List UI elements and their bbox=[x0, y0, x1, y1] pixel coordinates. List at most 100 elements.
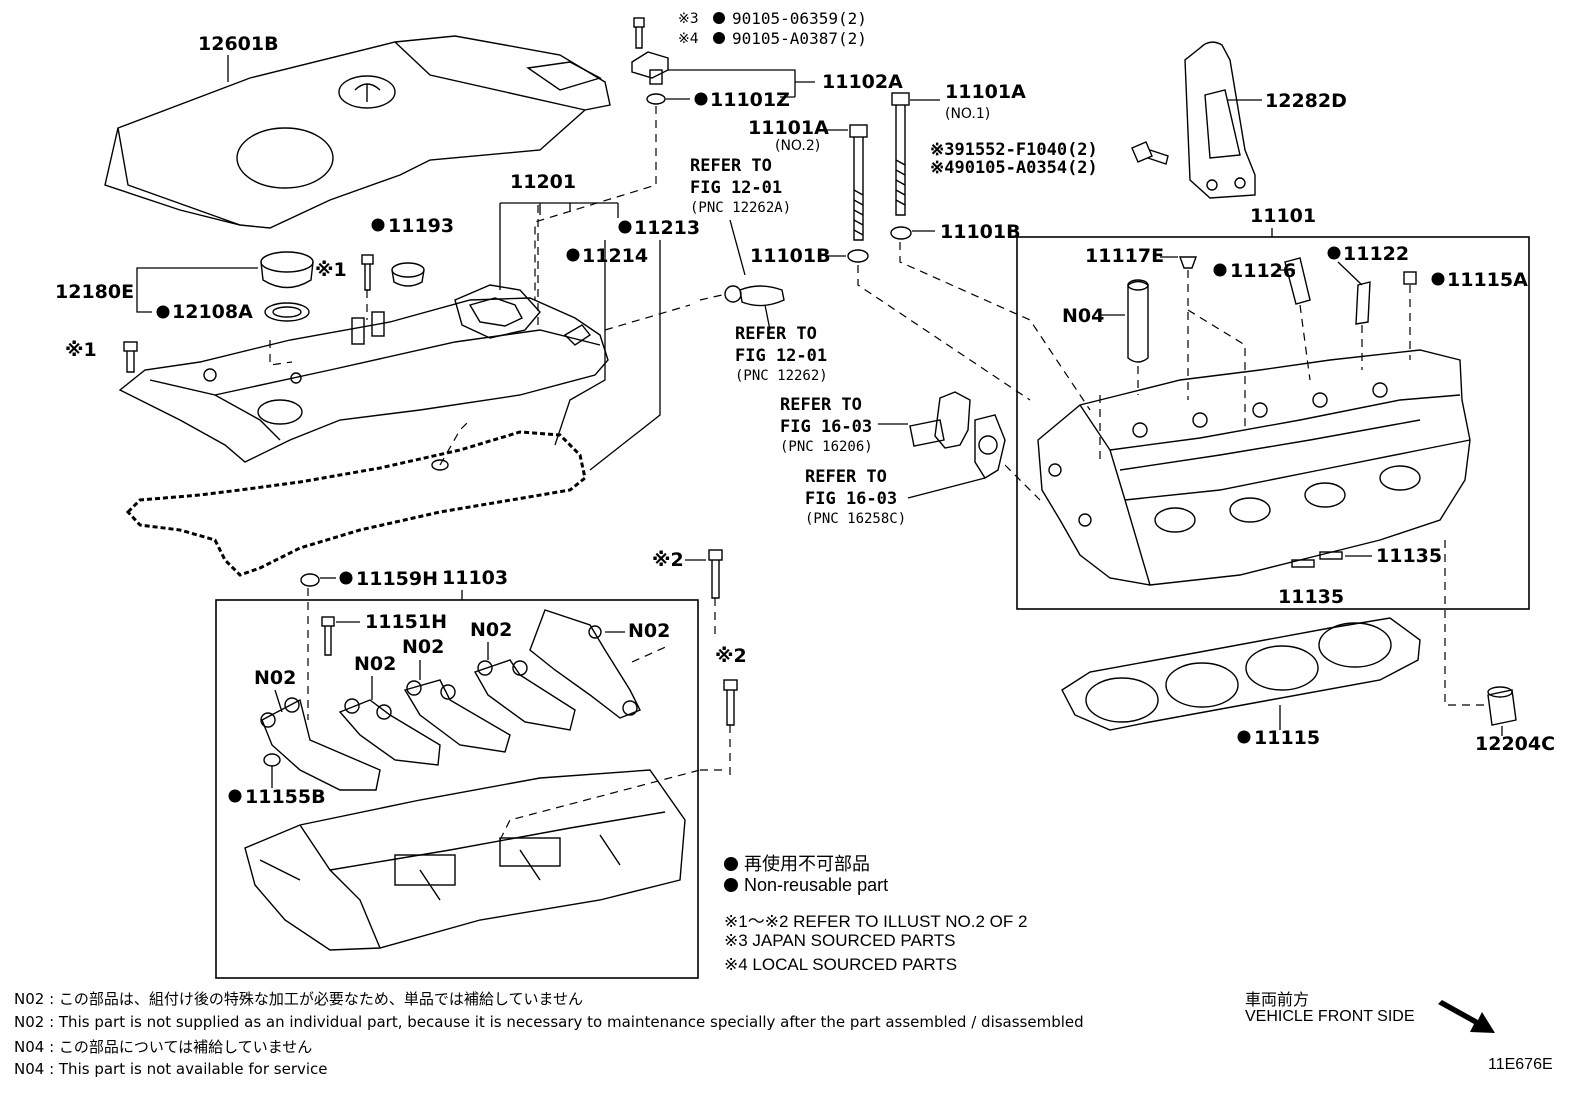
legend-ref1: ※1～※2 REFER TO ILLUST NO.2 OF 2 bbox=[724, 912, 1028, 931]
nonreusable-dot bbox=[371, 218, 385, 232]
label-11101A-no2: 11101A bbox=[748, 117, 829, 139]
label-11201: 11201 bbox=[510, 171, 576, 193]
legend-en-text: Non-reusable part bbox=[744, 875, 889, 895]
water-outlet-illustration bbox=[909, 391, 971, 449]
cover-gasket-illustration bbox=[125, 430, 587, 577]
label-11103: 11103 bbox=[442, 567, 508, 589]
camshaft-housing-illustration bbox=[244, 769, 686, 951]
label-11101: 11101 bbox=[1250, 205, 1316, 227]
label-11126: 11126 bbox=[1230, 260, 1296, 282]
vehicle-front-arrow-icon bbox=[1438, 1000, 1495, 1033]
mark-2-top: ※2 bbox=[652, 549, 684, 571]
mark-1-top: ※1 bbox=[315, 259, 347, 281]
nonreusable-dot bbox=[1431, 272, 1445, 286]
nonreusable-dot bbox=[618, 220, 632, 234]
note-n04-jp: N04 : この部品については補給していません bbox=[14, 1038, 313, 1056]
camshaft-housing-group-box bbox=[215, 599, 699, 979]
washer-illustration bbox=[847, 249, 869, 263]
refer-1-line2: FIG 12-01 bbox=[690, 178, 782, 198]
nonreusable-dot bbox=[156, 305, 170, 319]
label-N02-5: N02 bbox=[628, 620, 670, 642]
label-11101Z: 11101Z bbox=[710, 89, 790, 111]
refer-4-line1: REFER TO bbox=[805, 467, 887, 487]
note-n04-en: N04 : This part is not available for ser… bbox=[14, 1060, 328, 1078]
label-N02-1: N02 bbox=[254, 667, 296, 689]
stud-12204C-illustration bbox=[1487, 686, 1517, 726]
note-n02-en: N02 : This part is not supplied as an in… bbox=[14, 1013, 1084, 1031]
front-side-jp: 車両前方 bbox=[1245, 990, 1310, 1009]
nonreusable-dot bbox=[228, 789, 242, 803]
plug-11193-illustration bbox=[391, 262, 425, 287]
head-gasket-illustration bbox=[1061, 617, 1421, 731]
outlet-gasket-illustration bbox=[974, 414, 1006, 479]
bolt-illustration bbox=[708, 549, 723, 599]
nonreusable-dot bbox=[339, 571, 353, 585]
bolt-illustration bbox=[633, 17, 645, 49]
bearing-cap-illustration bbox=[260, 697, 381, 791]
label-11135-right: 11135 bbox=[1376, 545, 1442, 567]
label-11115: 11115 bbox=[1254, 727, 1320, 749]
label-11193: 11193 bbox=[388, 215, 454, 237]
label-11101A-no1: 11101A bbox=[945, 81, 1026, 103]
illustration-code: 11E676E bbox=[1488, 1056, 1553, 1073]
seal-11115A-illustration bbox=[1403, 271, 1417, 285]
refer-4-line3: (PNC 16258C) bbox=[805, 511, 906, 527]
refer-3-line1: REFER TO bbox=[780, 395, 862, 415]
label-11155B: 11155B bbox=[245, 786, 326, 808]
label-N02-3: N02 bbox=[402, 636, 444, 658]
note-n02-jp: N02 : この部品は、組付け後の特殊な加工が必要なため、単品では補給していませ… bbox=[14, 990, 584, 1008]
nonreusable-dot bbox=[1213, 263, 1227, 277]
seal-illustration bbox=[431, 459, 449, 471]
label-11117E: 11117E bbox=[1085, 245, 1164, 267]
nonreusable-dot bbox=[694, 92, 708, 106]
n04-sleeve-illustration bbox=[1127, 280, 1149, 363]
mark-4: ※4 bbox=[678, 31, 699, 47]
label-12108A: 12108A bbox=[172, 301, 253, 323]
bolt-11151H-illustration bbox=[321, 616, 335, 656]
washer-illustration bbox=[890, 226, 912, 240]
cylinder-head-group-box bbox=[1016, 236, 1530, 610]
mark-3: ※3 bbox=[678, 11, 699, 27]
legend-nonreusable-en: Non-reusable part bbox=[724, 875, 888, 896]
bolt-illustration bbox=[123, 341, 138, 373]
label-11122: 11122 bbox=[1343, 243, 1409, 265]
bearing-cap-illustration bbox=[338, 698, 441, 766]
legend-ref3: ※3 JAPAN SOURCED PARTS bbox=[724, 931, 956, 950]
camshaft-sensor-illustration bbox=[631, 51, 669, 85]
hose-clamp-illustration bbox=[724, 285, 785, 307]
bolt-illustration bbox=[723, 679, 738, 726]
guide-11122-illustration bbox=[1355, 281, 1371, 325]
engine-cover-illustration bbox=[104, 35, 611, 229]
ref-391552: ※391552-F1040(2) bbox=[930, 140, 1098, 160]
legend-jp-text: 再使用不可部品 bbox=[744, 854, 870, 874]
label-11135-bottom: 11135 bbox=[1278, 586, 1344, 608]
label-N02-2: N02 bbox=[354, 653, 396, 675]
legend-ref4: ※4 LOCAL SOURCED PARTS bbox=[724, 955, 958, 974]
bolt-note-3: 90105-06359(2) bbox=[732, 9, 867, 28]
cylinder-head-cover-illustration bbox=[118, 284, 609, 463]
plug-11155B-illustration bbox=[263, 753, 281, 767]
nonreusable-dot bbox=[566, 248, 580, 262]
refer-3-line2: FIG 16-03 bbox=[780, 417, 872, 437]
mark-2-lower: ※2 bbox=[715, 645, 747, 667]
label-11101B-left: 11101B bbox=[750, 245, 831, 267]
hanger-bolt-illustration bbox=[1131, 141, 1169, 165]
cylinder-head-illustration bbox=[1037, 349, 1471, 586]
refer-1-line3: (PNC 12262A) bbox=[690, 200, 791, 216]
label-11213: 11213 bbox=[634, 217, 700, 239]
legend-nonreusable-jp: 再使用不可部品 bbox=[724, 850, 870, 876]
oil-filler-cap-illustration bbox=[260, 251, 314, 322]
head-bolt-no1-illustration bbox=[891, 92, 910, 216]
nonreusable-dot bbox=[1237, 730, 1251, 744]
bolt-illustration bbox=[361, 254, 374, 291]
label-N04: N04 bbox=[1062, 305, 1104, 327]
label-12282D: 12282D bbox=[1265, 90, 1347, 112]
nonreusable-dot-icon bbox=[724, 857, 738, 871]
plug-11159H-illustration bbox=[300, 573, 320, 587]
o-ring-illustration bbox=[646, 93, 666, 105]
label-12204C: 12204C bbox=[1475, 733, 1555, 755]
label-12180E: 12180E bbox=[55, 281, 134, 303]
mark-1-left: ※1 bbox=[65, 339, 97, 361]
ref-490105: ※490105-A0354(2) bbox=[930, 158, 1098, 178]
